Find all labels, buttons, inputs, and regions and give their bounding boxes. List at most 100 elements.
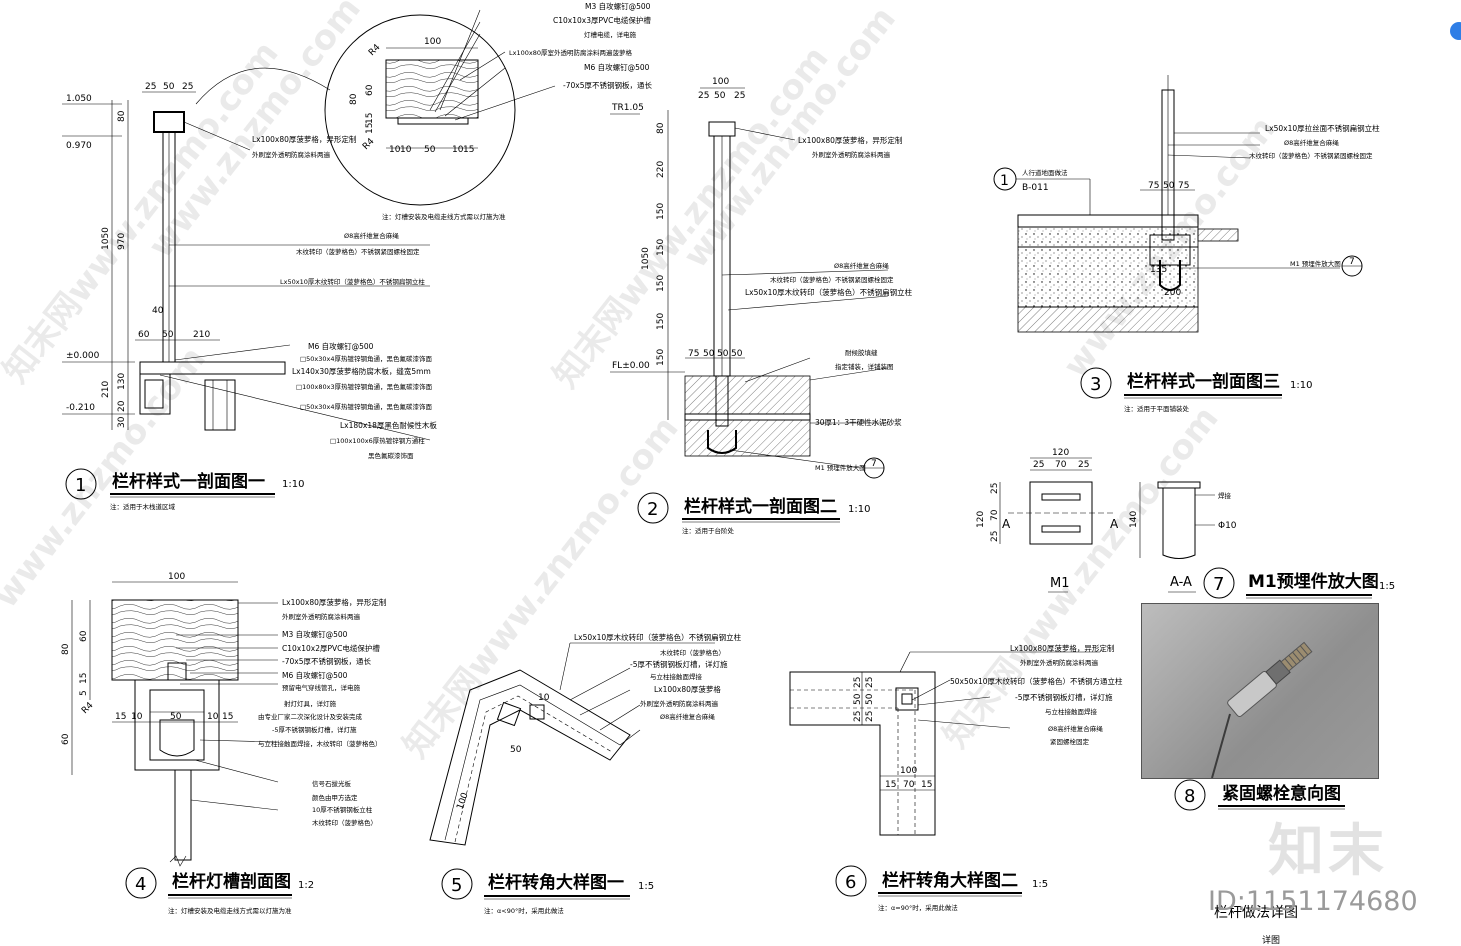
callout-text: 50x50x10厚木纹转印（菠萝格色）不锈钢方通立柱 — [950, 676, 1123, 686]
detail-number: 8 — [1184, 786, 1195, 807]
level-label: 0.970 — [66, 141, 92, 151]
dim-label: 10 — [538, 693, 550, 703]
dim-label: 10 — [400, 145, 412, 155]
viewer-action-button[interactable] — [1450, 22, 1461, 40]
radius-label: R4 — [80, 700, 96, 716]
handrail-enlarged-detail: 100 R4 80 60 15 15 R4 10 10 50 10 15 M3 … — [324, 1, 652, 221]
callout-text: M3 自攻螺钉@500 — [282, 629, 348, 639]
detail-4-section: 100 80 60 15 5 60 R4 15 10 50 10 15 — [61, 572, 386, 915]
section-mark: A — [1002, 517, 1011, 531]
ref-number: 7 — [871, 459, 877, 469]
detail-number: 7 — [1213, 574, 1224, 595]
callout-text: Lx50x10厚木纹转印（菠萝格色）不锈钢扁钢立柱 — [280, 277, 425, 286]
dim-label: 25 — [853, 677, 863, 688]
detail-title: 栏杆样式一剖面图三 — [1127, 371, 1280, 392]
detail-title: 栏杆转角大样图一 — [488, 872, 624, 893]
callout-text: Lx100x80厚菠萝格，异形定制 — [252, 134, 356, 144]
callout-text: 与立柱接触面焊接 — [1045, 707, 1098, 716]
dim-label: 20 — [117, 400, 127, 412]
dim-label: 50 — [703, 349, 715, 359]
detail-note: 注：灯槽安装及电缆走线方式需以灯施为准 — [382, 212, 506, 221]
callout-text: 木纹转印（菠萝格色）不锈钢紧固螺栓固定 — [296, 247, 420, 256]
dim-label: 15 — [222, 712, 233, 722]
dim-label: 60 — [365, 84, 375, 96]
dim-label: 1050 — [641, 247, 651, 270]
dim-label: 15 — [885, 780, 896, 790]
detail-number: 2 — [647, 499, 658, 520]
level-label: ±0.000 — [66, 351, 100, 361]
callout-text: Lx50x10厚木纹转印（菠萝格色）不锈钢扁钢立柱 — [574, 632, 742, 642]
dim-label: 50 — [714, 91, 726, 101]
dim-label: 200 — [1164, 288, 1181, 298]
detail-5-plan: 10 50 100 Lx50x10厚木纹转印（菠萝格色）不锈钢扁钢立柱 木纹转印… — [429, 632, 742, 915]
watermark: 知末网www.znzmo.com — [396, 409, 687, 766]
callout-text: -70x5厚不锈钢钢板，通长 — [563, 80, 652, 90]
level-label: 1.050 — [66, 94, 92, 104]
detail-number: 6 — [845, 872, 856, 893]
dim-label: 10 — [131, 712, 143, 722]
callout-text: Lx100x80厚菠萝格，异形定制 — [282, 597, 386, 607]
callout-text: 外刷室外透明防腐涂料两遍 — [252, 150, 331, 159]
callout-text: 灯槽电缆，详电施 — [584, 30, 637, 39]
dim-label: 150 — [656, 349, 666, 366]
detail-number: 4 — [135, 874, 146, 895]
marker-ref: B-011 — [1022, 183, 1049, 193]
detail-note: 注：适用于木栈道区域 — [110, 502, 176, 511]
dim-label: 50 — [424, 145, 436, 155]
detail-note: 注：适用于平面铺装处 — [1124, 404, 1190, 413]
level-label: TR1.05 — [611, 103, 644, 113]
dim-label: 30 — [117, 416, 127, 428]
watermark: 知末网www.znzmo.com — [546, 39, 837, 396]
callout-text: 木纹转印（菠萝格色） — [312, 818, 377, 827]
sheet-title: 栏杆做法详图 — [1214, 905, 1298, 921]
detail-note: 注：灯槽安装及电缆走线方式需以灯施为准 — [168, 906, 292, 915]
dim-label: 80 — [656, 122, 666, 134]
detail-scale: 1:5 — [1379, 581, 1395, 592]
callout-text: M6 自攻螺钉@500 — [584, 62, 650, 72]
callout-text: M1 预埋件放大图 — [1290, 259, 1341, 268]
detail-note: 注：α<90°时，采用此做法 — [484, 906, 564, 915]
dim-label: 210 — [193, 330, 210, 340]
image-id-watermark: ID:1151174680 — [1208, 886, 1418, 917]
dim-label: 15 — [365, 123, 375, 134]
dim-label: 15 — [921, 780, 932, 790]
dim-label: 15 — [463, 145, 474, 155]
dim-label: 130 — [117, 373, 127, 390]
dim-label: 25 — [865, 677, 875, 688]
callout-text: 紧固螺栓固定 — [1050, 737, 1090, 746]
dim-label: 150 — [656, 275, 666, 292]
dim-label: 60 — [79, 630, 89, 642]
detail-scale: 1:2 — [298, 880, 314, 891]
dim-label: 60 — [138, 330, 150, 340]
callout-text: 外刷室外透明防腐涂料两遍 — [640, 699, 719, 708]
detail-scale: 1:10 — [282, 479, 304, 490]
callout-text: 黑色氟碳漆饰面 — [368, 451, 414, 460]
dim-label: 100 — [168, 572, 185, 582]
dim-label: 970 — [117, 233, 127, 250]
callout-text: -5厚不锈钢钢板灯槽，详灯施 — [272, 725, 357, 734]
callout-text: 10厚不锈钢钢板立柱 — [312, 805, 373, 814]
dim-label: 120 — [976, 511, 986, 528]
dim-label: 210 — [101, 381, 111, 398]
callouts: Lx100x80厚菠萝格，异形定制 外刷室外透明防腐涂料两遍 Ø8高纤维复合麻绳… — [252, 134, 437, 460]
dim-label: 25 — [990, 531, 1000, 542]
dim-label: 25 — [1078, 460, 1089, 470]
callout-text: Ø8高纤维复合麻绳 — [660, 712, 715, 721]
callout-text: 木纹转印（菠萝格色）不锈钢紧固螺栓固定 — [770, 275, 894, 284]
dim-label: 150 — [656, 313, 666, 330]
callout-text: 耐候胶填缝 — [845, 348, 878, 357]
dim-label: 50 — [170, 712, 182, 722]
detail-7-m1-embed: 120 25 70 25 120 25 70 25 A A M1 140 焊接 … — [976, 448, 1395, 599]
dim-label: 75 — [688, 349, 699, 359]
ref-number: 7 — [1349, 257, 1355, 267]
callout-text: □50x30x4厚热镀锌钢角通，黑色氟碳漆饰面 — [300, 402, 433, 411]
dim-label: 150 — [656, 239, 666, 256]
detail-title: 栏杆样式一剖面图二 — [684, 496, 837, 517]
brand-logo-watermark: 知末 — [1268, 819, 1388, 884]
dim-label: 50 — [853, 693, 863, 705]
callout-text: 外刷室外透明防腐涂料两遍 — [1020, 658, 1099, 667]
dim-label: 25 — [853, 711, 863, 722]
detail-title: M1预埋件放大图 — [1248, 571, 1379, 592]
callout-text: 外刷室外透明防腐涂料两遍 — [282, 612, 361, 621]
detail-2-section: 100 25 50 25 TR1.05 80 220 150 1050 150 … — [610, 77, 913, 535]
